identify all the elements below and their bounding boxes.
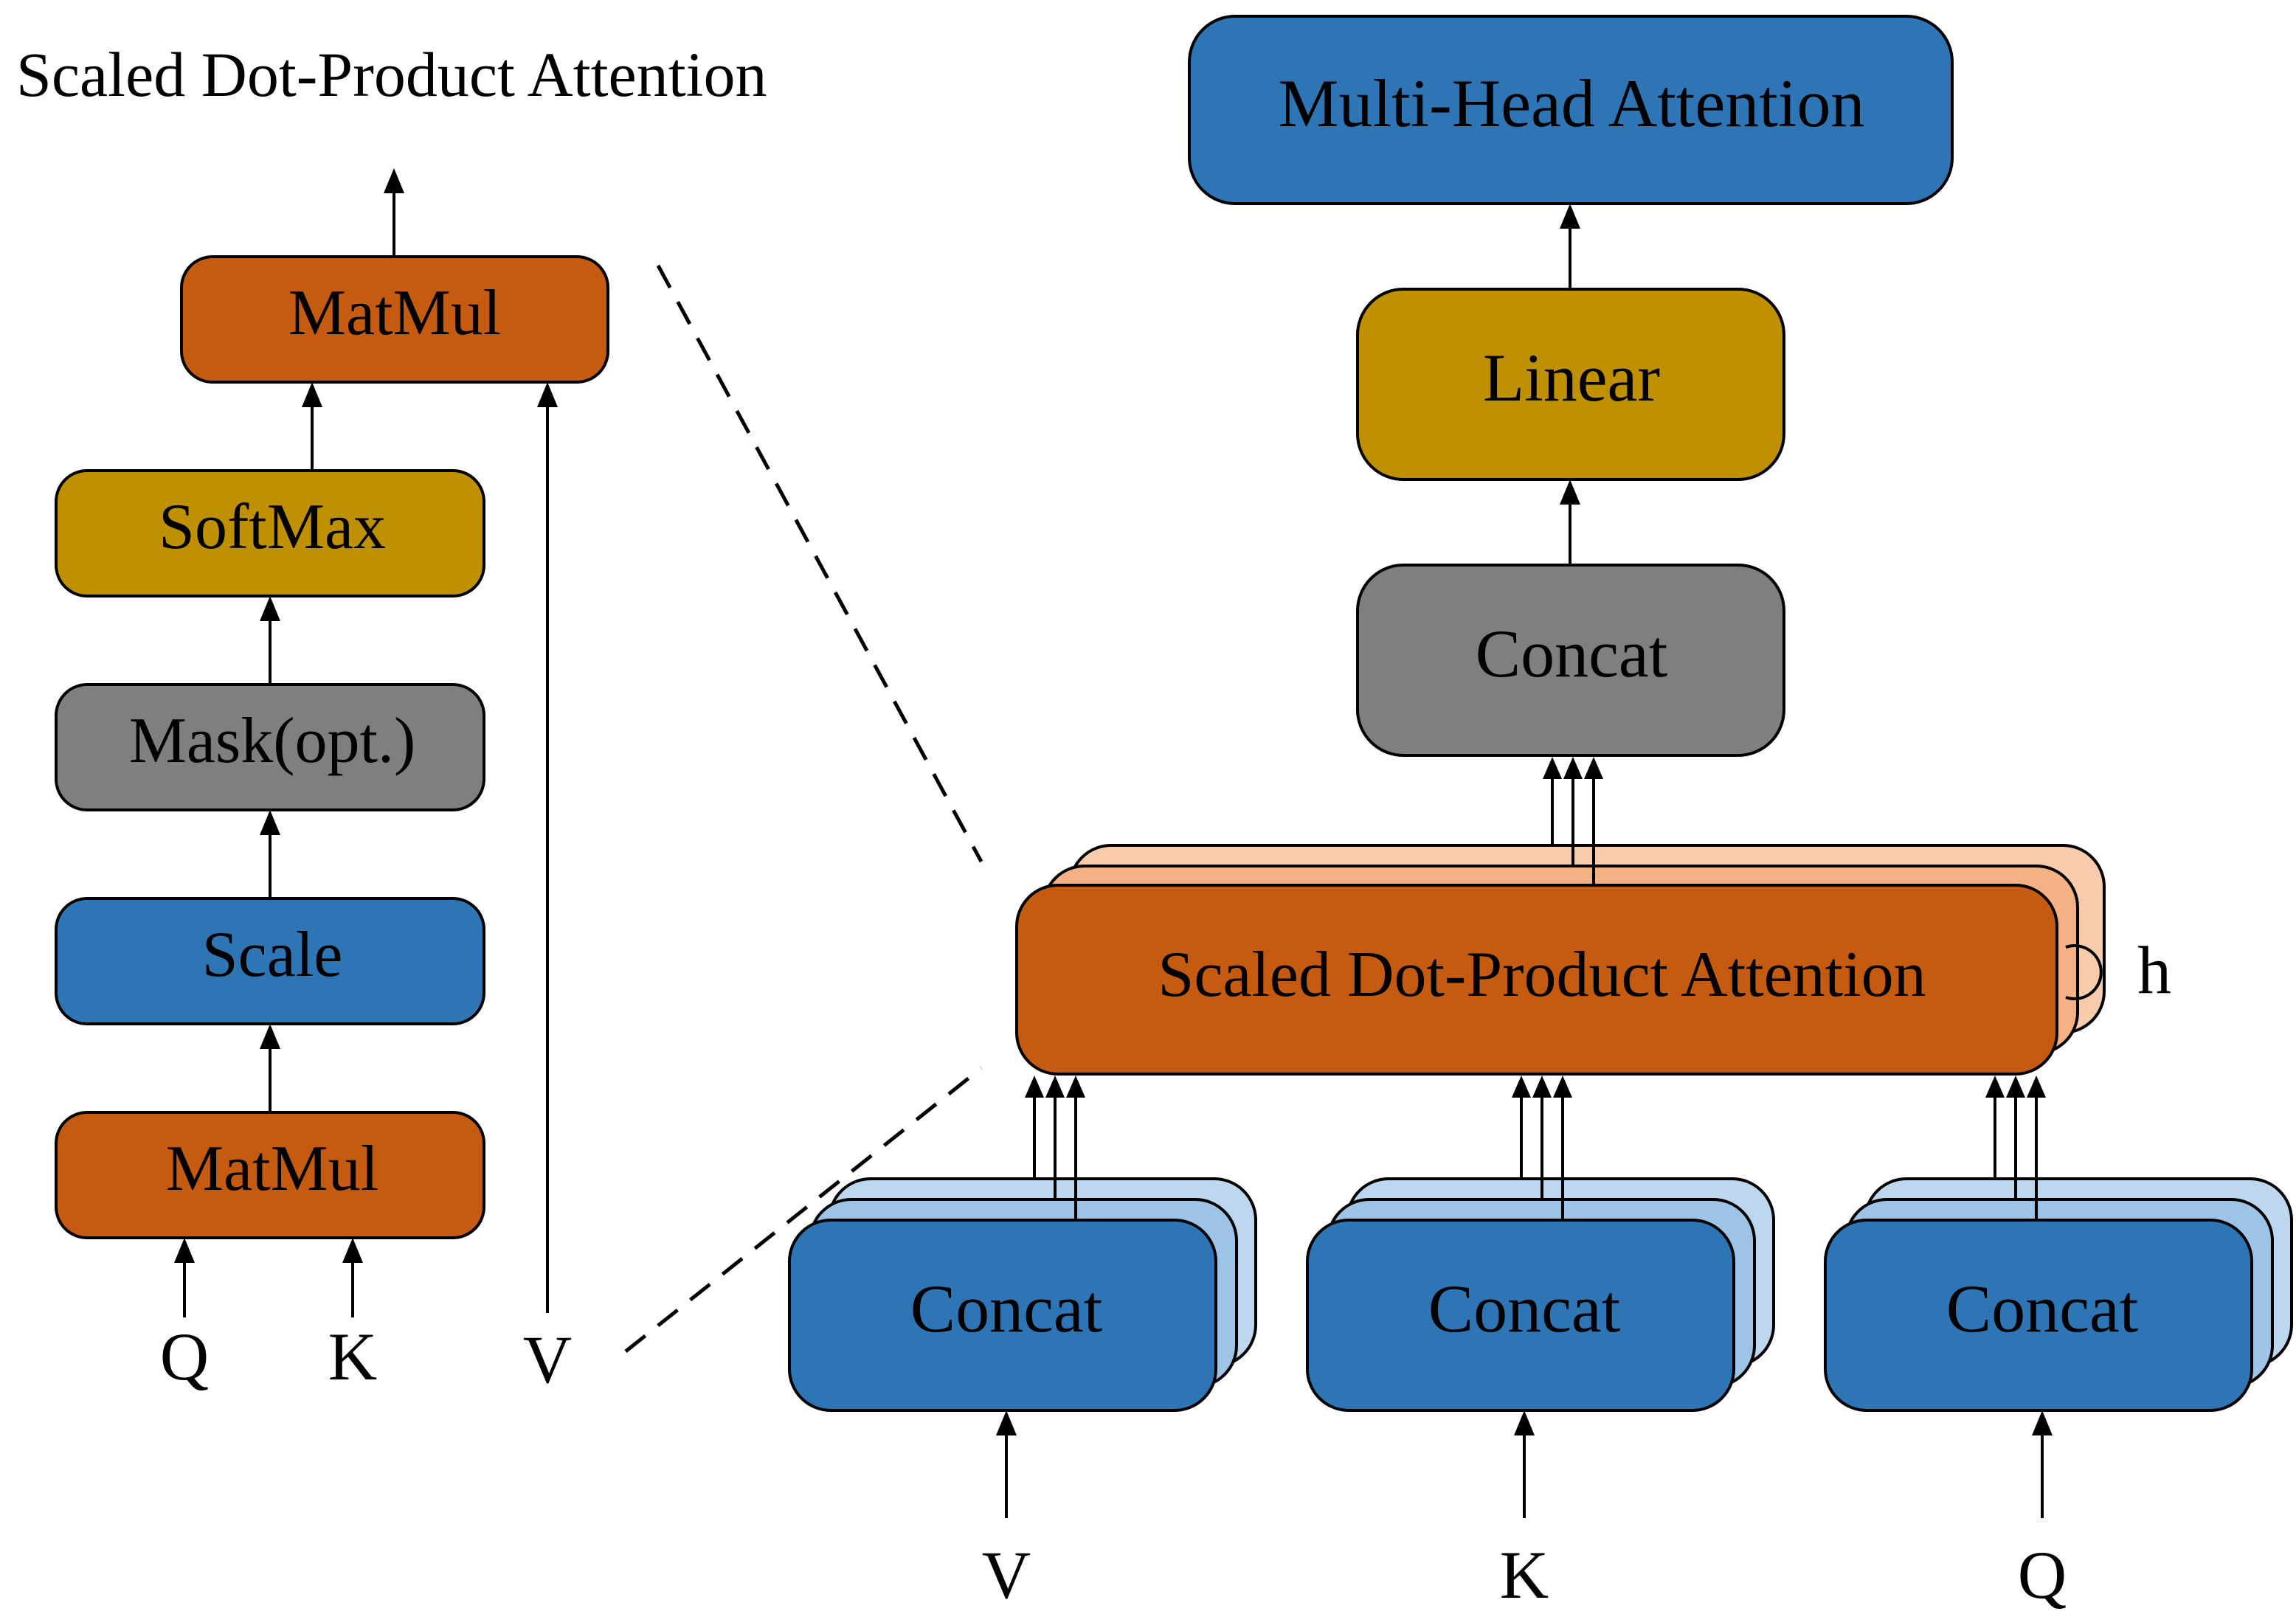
- arrow-matmul-to-scale: [260, 1024, 280, 1112]
- arrow-v-left: [537, 382, 558, 1313]
- left-input-q: Q: [160, 1319, 209, 1394]
- multi-head-attention-label: Multi-Head Attention: [1279, 66, 1865, 141]
- scale-label: Scale: [202, 919, 343, 991]
- concat-k-label: Concat: [1428, 1271, 1621, 1346]
- mask-label: Mask(opt.): [129, 705, 416, 777]
- linear-box: Linear: [1356, 288, 1785, 481]
- matmul-top-shape: [180, 255, 609, 384]
- matmul-bottom-box: MatMul: [55, 1111, 485, 1239]
- left-panel: Scaled Dot-Product Attention MatMul Soft…: [16, 39, 767, 1397]
- arrow-q-left: [174, 1238, 195, 1317]
- arrow-q-input: [2032, 1410, 2053, 1518]
- concat-v-stack: Concat V: [788, 1076, 1257, 1613]
- arrow-softmax-to-matmul: [302, 382, 322, 471]
- left-input-k: K: [328, 1319, 377, 1394]
- arrow-v-input: [996, 1410, 1017, 1518]
- right-input-q: Q: [2018, 1537, 2067, 1613]
- arrows-sdpa-to-concat: [1543, 757, 1603, 885]
- arrow-linear-to-mha: [1560, 204, 1580, 289]
- linear-label: Linear: [1483, 340, 1660, 415]
- matmul-top-box: MatMul: [180, 255, 609, 384]
- concat-top-box: Concat: [1356, 564, 1785, 757]
- arrow-scale-to-mask: [260, 810, 280, 898]
- multi-head-attention-box: Multi-Head Attention: [1188, 15, 1954, 205]
- matmul-top-label: MatMul: [288, 277, 501, 349]
- zoom-line-bottom: [624, 1067, 983, 1353]
- heads-loop-icon: [2065, 944, 2103, 1000]
- concat-q-stack: Concat Q: [1824, 1076, 2293, 1613]
- right-panel: Multi-Head Attention Linear Concat: [788, 15, 2293, 1613]
- sdpa-layer-front: [1015, 884, 2058, 1076]
- left-panel-title: Scaled Dot-Product Attention: [16, 39, 767, 110]
- arrows-concat-k-to-sdpa: [1512, 1076, 1572, 1220]
- zoom-line-top: [656, 264, 983, 863]
- arrow-mask-to-softmax: [260, 596, 280, 685]
- output-arrow: [384, 168, 404, 257]
- scale-box: Scale: [55, 897, 485, 1025]
- mask-box: Mask(opt.): [55, 683, 485, 811]
- concat-v-layer-front: [788, 1219, 1217, 1412]
- concat-top-label: Concat: [1476, 616, 1668, 691]
- softmax-label: SoftMax: [159, 491, 386, 563]
- zoom-connector: [624, 264, 983, 1353]
- left-input-v: V: [523, 1322, 572, 1397]
- sdpa-label: Scaled Dot-Product Attention: [1158, 939, 1926, 1011]
- right-input-v: V: [982, 1537, 1031, 1613]
- right-input-k: K: [1500, 1537, 1549, 1613]
- arrows-concat-v-to-sdpa: [1025, 1076, 1085, 1220]
- matmul-bottom-shape: [55, 1111, 485, 1239]
- concat-v-label: Concat: [910, 1271, 1103, 1346]
- multi-head-attention-shape: [1188, 15, 1954, 205]
- concat-q-label: Concat: [1946, 1271, 2139, 1346]
- matmul-bottom-label: MatMul: [166, 1133, 378, 1205]
- concat-top-shape: [1356, 564, 1785, 757]
- arrow-concat-to-linear: [1560, 479, 1580, 565]
- linear-shape: [1356, 288, 1785, 481]
- arrows-concat-q-to-sdpa: [1985, 1076, 2046, 1220]
- heads-label: h: [2137, 932, 2171, 1008]
- arrow-k-left: [342, 1238, 363, 1317]
- arrow-k-input: [1514, 1410, 1535, 1518]
- softmax-box: SoftMax: [55, 469, 485, 598]
- concat-q-layer-front: [1824, 1219, 2253, 1412]
- sdpa-stack: Scaled Dot-Product Attention h: [1015, 757, 2171, 1076]
- concat-k-stack: Concat K: [1306, 1076, 1775, 1613]
- concat-k-layer-front: [1306, 1219, 1735, 1412]
